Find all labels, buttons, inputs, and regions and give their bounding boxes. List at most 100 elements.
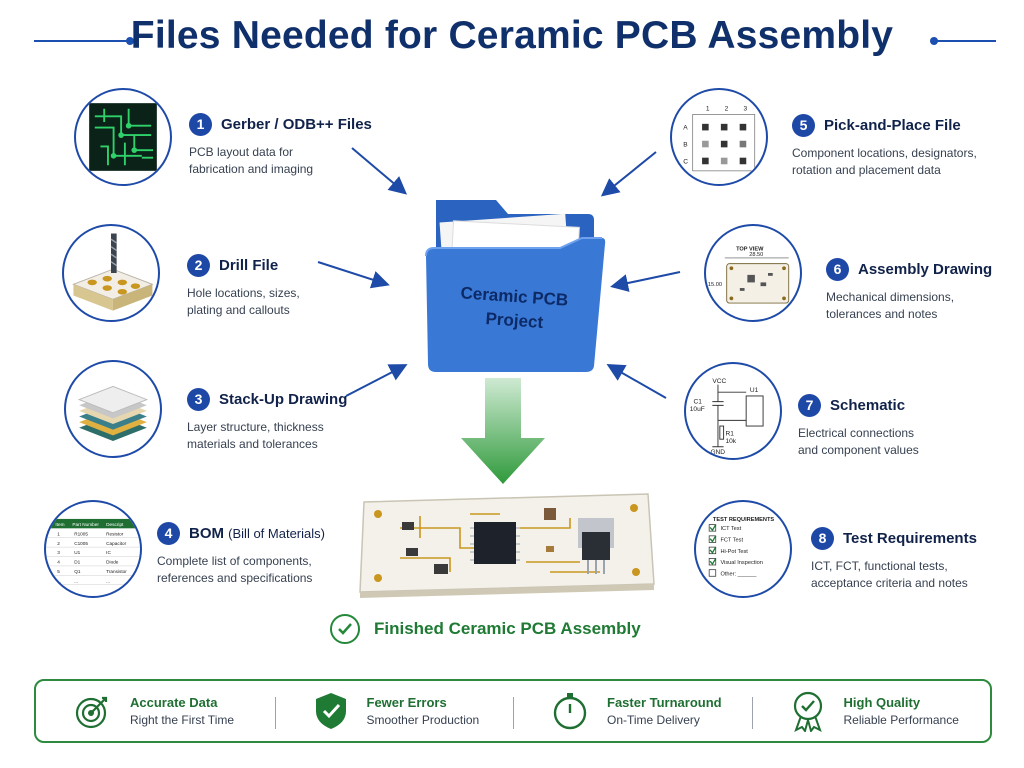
sch-u1: U1 [750, 387, 759, 394]
page-title: Files Needed for Ceramic PCB Assembly [130, 14, 894, 57]
pnp-col-2: 2 [725, 106, 729, 113]
bom-cell: 4 [57, 560, 60, 565]
item-title-6: Assembly Drawing [858, 260, 993, 278]
step-number-5: 5 [792, 113, 815, 137]
bom-cell: ... [57, 578, 61, 583]
item-desc-2: Hole locations, sizes, plating and callo… [187, 286, 300, 317]
drill-bit-icon [72, 233, 154, 311]
bom-cell: Capacitor [106, 541, 127, 546]
arrow-7 [606, 364, 667, 399]
item-1-gerber: 1 Gerber / ODB++ Files PCB layout data fo… [189, 111, 372, 178]
gerber-artwork-icon [89, 103, 157, 171]
target-icon [75, 696, 108, 729]
bom-cell: U1 [74, 550, 80, 555]
arrow-5 [600, 151, 657, 197]
test-row-label: Visual Inspection [720, 560, 762, 566]
test-header: TEST REQUIREMENTS [713, 517, 775, 523]
item-desc-7: Electrical connections and component val… [798, 426, 919, 457]
item-desc-3: Layer structure, thickness materials and… [187, 420, 324, 451]
sch-vcc: VCC [712, 378, 726, 385]
title-dot-right [930, 37, 938, 45]
bom-cell: 5 [57, 569, 60, 574]
assembly-thumbnail: TOP VIEW 28.50 15.00 [704, 224, 802, 322]
drill-thumbnail [62, 224, 160, 322]
title-rule-left [34, 40, 128, 42]
bom-header-0: Item [55, 522, 64, 527]
shield-check-icon [315, 693, 346, 729]
award-ribbon-icon [793, 691, 822, 732]
pnp-grid: 1 2 3 A B C [683, 106, 756, 172]
schematic-circuit: VCC C1 10uF U1 R1 10k GND [690, 378, 764, 456]
project-folder-icon: Ceramic PCB Project [425, 200, 606, 372]
assembly-height: 15.00 [708, 282, 722, 288]
sch-c1: C1 [694, 398, 703, 405]
item-title-8: Test Requirements [843, 529, 977, 547]
benefit-sub-2: Smoother Production [366, 713, 480, 727]
gerber-thumbnail [74, 88, 172, 186]
bom-cell: 3 [57, 550, 60, 555]
item-title-7: Schematic [830, 396, 906, 414]
item-title-2: Drill File [219, 256, 279, 274]
bom-cell: D1 [74, 560, 80, 565]
item-desc-4: Complete list of components, references … [157, 554, 313, 585]
benefit-sub-3: On-Time Delivery [607, 713, 700, 727]
benefit-sub-1: Right the First Time [130, 713, 235, 727]
schematic-thumbnail: VCC C1 10uF U1 R1 10k GND [684, 362, 782, 460]
bom-cell: IC [106, 550, 111, 555]
assembly-outline: TOP VIEW 28.50 15.00 [708, 246, 790, 304]
step-number-4: 4 [157, 521, 180, 545]
layer-stack-icon [77, 385, 149, 441]
pnp-row-c: C [683, 158, 688, 165]
item-title-1: Gerber / ODB++ Files [221, 115, 372, 133]
test-check-mark [709, 524, 717, 532]
bom-cell: 1 [57, 531, 60, 536]
bom-header-2: Descript [106, 522, 124, 527]
bom-cell: C1005 [74, 541, 88, 546]
sch-r1: R1 [725, 430, 734, 437]
assembly-width: 28.50 [749, 252, 763, 258]
arrow-3 [345, 364, 408, 397]
test-check-mark [709, 558, 717, 566]
step-number-3: 3 [187, 387, 210, 411]
bom-cell: Resistor [106, 531, 124, 536]
item-desc-6: Mechanical dimensions, tolerances and no… [826, 290, 955, 321]
finished-assembly-label: Finished Ceramic PCB Assembly [330, 612, 641, 646]
step-number-6: 6 [826, 257, 849, 281]
step-number-1: 1 [189, 112, 212, 136]
benefit-title-2: Fewer Errors [366, 695, 447, 710]
sch-r1-value: 10k [725, 438, 736, 445]
bom-cell: ... [106, 578, 110, 583]
test-row-label: FCT Test [720, 537, 743, 543]
pnp-thumbnail: 1 2 3 A B C [670, 88, 768, 186]
pnp-row-a: A [683, 124, 688, 131]
item-desc-1: PCB layout data for fabrication and imag… [189, 145, 314, 176]
item-title-4-extra: (Bill of Materials) [228, 525, 325, 541]
folder-label-line2: Project [485, 309, 544, 332]
title-dot-left [126, 37, 134, 45]
sch-c1-value: 10uF [690, 406, 705, 413]
bom-cell: 2 [57, 541, 60, 546]
pnp-col-3: 3 [743, 106, 747, 113]
item-desc-8: ICT, FCT, functional tests, acceptance c… [811, 559, 968, 590]
bom-cell: R1005 [74, 531, 88, 536]
item-6-assembly: 6 Assembly Drawing Mechanical dimensions,… [826, 256, 992, 323]
bom-cell: Transistor [106, 569, 127, 574]
benefit-sub-4: Reliable Performance [843, 713, 959, 727]
down-arrow [461, 378, 545, 484]
sch-gnd: GND [710, 449, 725, 456]
finished-text: Finished Ceramic PCB Assembly [374, 619, 641, 638]
step-number-7: 7 [798, 393, 821, 417]
test-row-label: ICT Test [720, 526, 741, 532]
bom-cell: Q1 [74, 569, 81, 574]
step-number-2: 2 [187, 253, 210, 277]
pnp-row-b: B [683, 141, 688, 148]
